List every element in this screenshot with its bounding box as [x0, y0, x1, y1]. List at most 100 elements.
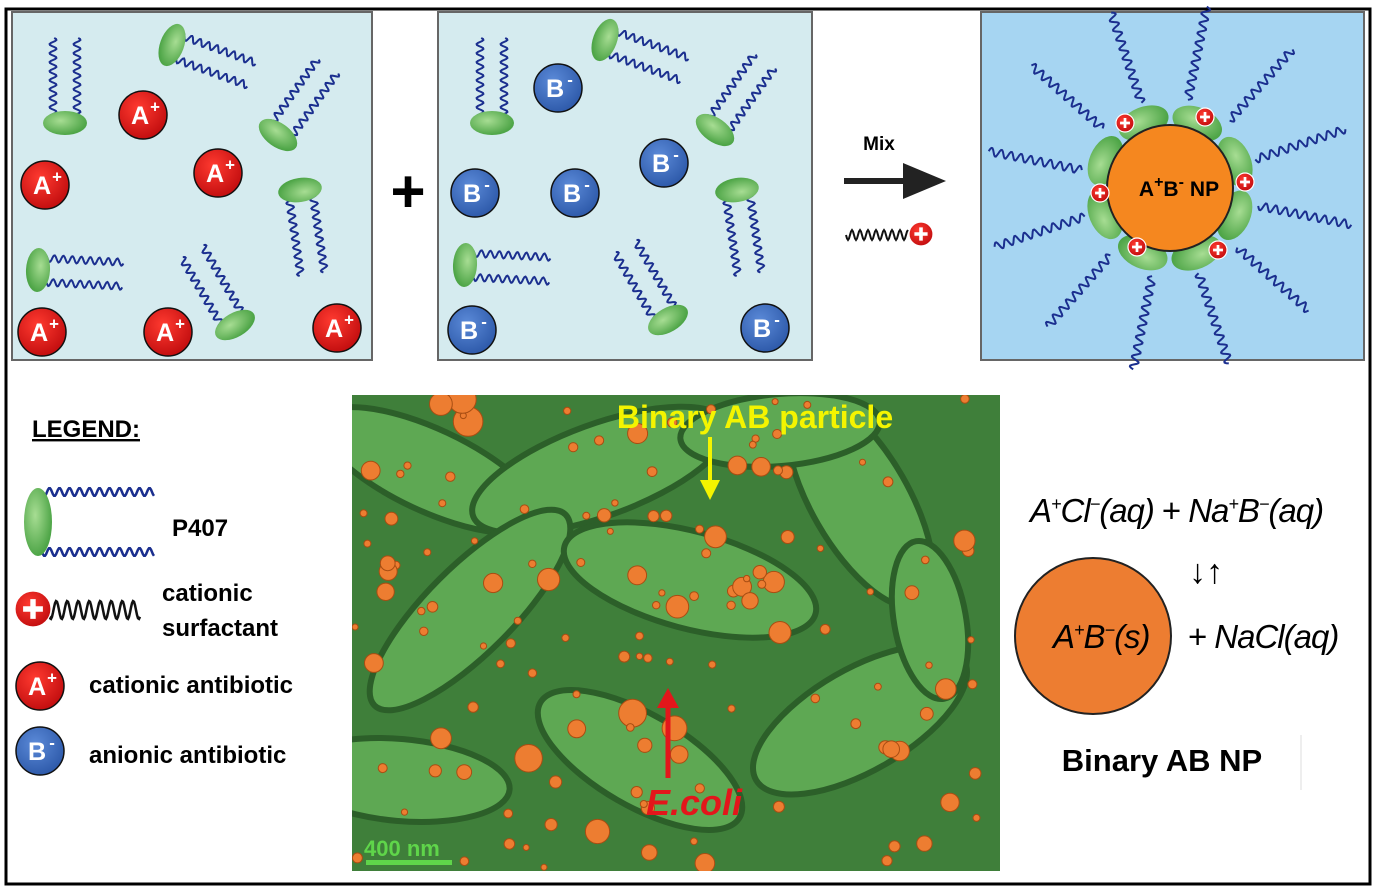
polymer-chain: [499, 37, 509, 124]
ab-particle: [652, 601, 661, 610]
ab-particle: [618, 650, 631, 663]
ab-particle: [772, 429, 783, 439]
cationic-antibiotic-icon: A+: [15, 661, 65, 711]
polymer-chain: [599, 49, 681, 85]
polymer-chain: [307, 187, 329, 274]
polymer-chain: [613, 250, 661, 327]
ion-charge: +: [49, 315, 59, 334]
reaction-equation: A+Cl−(aq)+Na+B−(aq) ↓↑ A+B−(s) +NaCl(aq)…: [1014, 492, 1339, 790]
polymer-chain: [993, 212, 1086, 250]
micelle-core: [278, 177, 322, 203]
ab-particle: [611, 499, 619, 507]
ab-particle: [496, 659, 505, 669]
ab-particle: [940, 792, 960, 813]
ab-particle: [470, 537, 479, 545]
ab-particle: [618, 698, 647, 728]
polymer-chain: [1235, 247, 1310, 314]
ab-particle: [921, 555, 930, 565]
ab-particle: [563, 406, 572, 415]
ab-particle: [400, 808, 409, 816]
ab-particle: [925, 661, 933, 669]
scale-bar: [366, 860, 452, 865]
polymer-chain: [463, 272, 551, 286]
anion-circle: [450, 168, 500, 218]
micelle-core: [25, 248, 51, 292]
ab-particle: [771, 398, 779, 406]
micelle-core: [695, 113, 735, 147]
ecoli-label: E.coli: [646, 782, 743, 823]
anion-antibiotic: B-: [550, 168, 600, 218]
ab-particle: [748, 440, 757, 449]
ion-label: B: [28, 738, 46, 766]
ab-particle: [626, 723, 635, 732]
ab-particle: [597, 508, 612, 523]
polymer-chain: [720, 190, 742, 277]
anion-circle: [550, 168, 600, 218]
ion-label: A: [156, 319, 174, 347]
ion-label: B: [753, 315, 771, 343]
nanoparticle-label: A+B-NP: [1139, 174, 1219, 201]
legend-p407-label: P407: [172, 515, 228, 542]
ab-particle: [637, 737, 653, 753]
polymer-chain: [180, 255, 228, 332]
ab-particle: [953, 529, 976, 552]
micelle-core: [24, 488, 52, 556]
ab-particle: [726, 600, 736, 610]
polymer-chain: [166, 54, 248, 90]
ab-particle: [567, 719, 587, 739]
ab-particle: [658, 589, 666, 597]
polymer-chain: [608, 26, 690, 62]
ab-particle: [689, 591, 699, 601]
anion-antibiotic: B-: [15, 726, 65, 776]
ab-particle: [727, 455, 748, 476]
cation-circle: [193, 148, 243, 198]
ab-particle: [514, 744, 543, 773]
p407-micelle: [43, 37, 87, 135]
anion-circle: [639, 138, 689, 188]
polymer-chain: [845, 228, 909, 242]
polymer-chain: [987, 146, 1083, 174]
ab-particle: [639, 800, 648, 808]
plus-charge-icon: [1195, 107, 1215, 127]
ab-particle: [419, 626, 429, 636]
ab-particle: [606, 527, 614, 535]
p407-micelle: [715, 177, 766, 277]
ab-particle: [743, 574, 751, 583]
ecoli-cell: [352, 735, 513, 825]
ion-label: B: [563, 180, 581, 208]
polymer-chain: [175, 31, 257, 67]
anion-circle: [533, 63, 583, 113]
ab-particle: [850, 718, 862, 730]
ab-particle: [773, 465, 783, 476]
cation-antibiotic: A+: [17, 307, 67, 357]
plus-charge-icon: [908, 221, 934, 247]
ab-particle: [916, 835, 933, 852]
ab-particle: [695, 524, 705, 534]
ab-particle: [635, 652, 644, 660]
polymer-chain: [40, 486, 156, 498]
ab-particle: [384, 511, 399, 526]
ab-particle: [584, 818, 611, 845]
anion-antibiotic: B-: [639, 138, 689, 188]
anion-antibiotic: B-: [450, 168, 500, 218]
sem-image: [352, 395, 1000, 871]
ab-particle: [972, 813, 981, 822]
cation-antibiotic: A+: [118, 90, 168, 140]
micelle-core: [158, 23, 186, 67]
polymer-chain: [1254, 126, 1347, 164]
figure-frame: [4, 7, 1372, 886]
binary-np-circle: [1014, 557, 1172, 715]
anion-antibiotic: B-: [740, 303, 790, 353]
ab-particle: [447, 395, 477, 414]
polymer-chain: [37, 253, 125, 267]
p407-micelle: [258, 59, 341, 152]
polymer-chain: [268, 59, 321, 130]
ab-particle: [594, 435, 605, 446]
cation-antibiotic: A+: [312, 303, 362, 353]
ab-particle: [582, 511, 591, 520]
ab-particle: [701, 548, 712, 559]
cation-antibiotic: A+: [20, 160, 70, 210]
ab-particle: [919, 706, 934, 721]
ab-particle: [694, 783, 705, 794]
ab-particle: [669, 745, 689, 764]
